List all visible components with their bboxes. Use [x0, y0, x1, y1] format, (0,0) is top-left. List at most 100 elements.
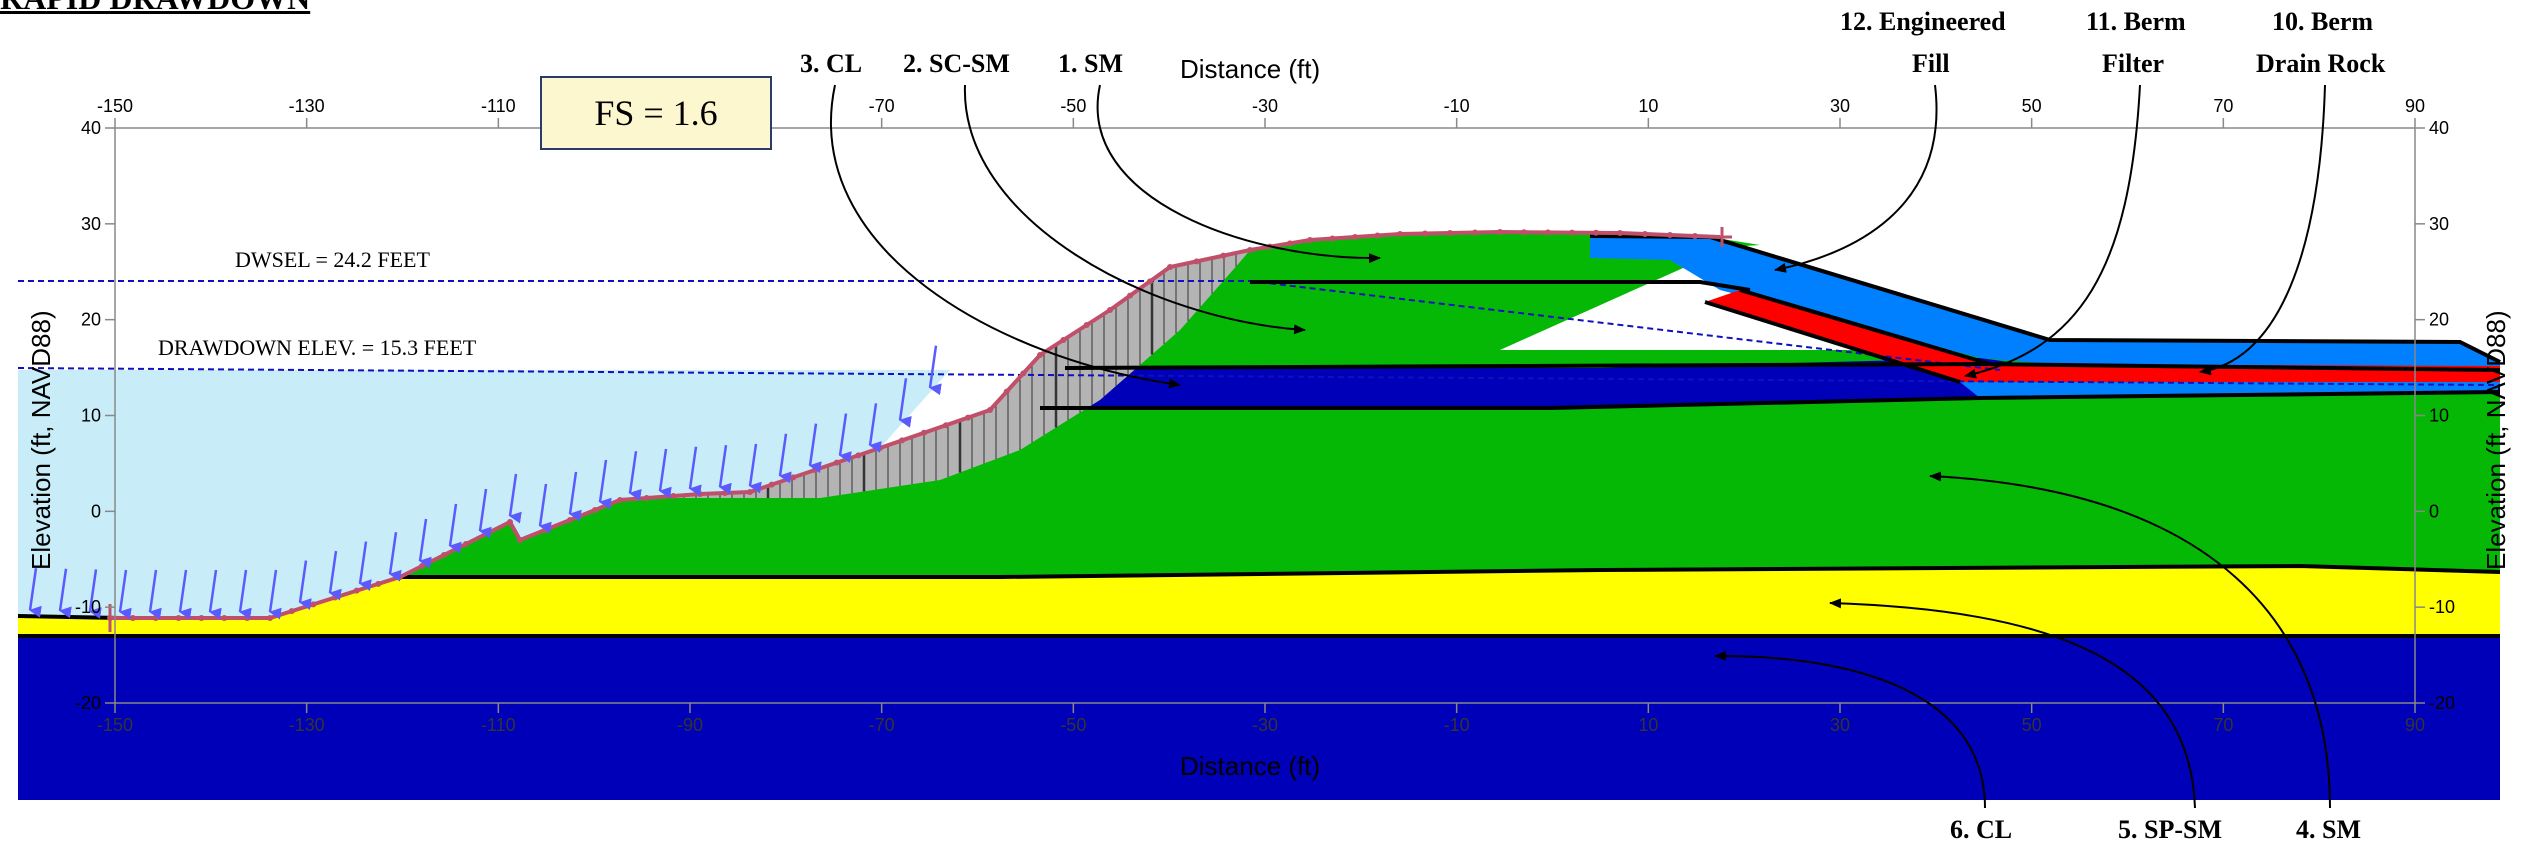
- label-11-line1: 11. Berm: [2086, 7, 2186, 36]
- slip-point: [463, 541, 469, 547]
- slip-point: [1127, 292, 1133, 299]
- slip-point: [833, 459, 840, 466]
- pressure-arrow: [478, 488, 492, 539]
- y-tick-label-left: 30: [81, 214, 101, 234]
- dwsel-phreatic-line: [1249, 280, 2001, 371]
- layer-6-cl: [18, 636, 2500, 800]
- callout-10-berm-drain-rock: [2199, 84, 2326, 376]
- callout-12-engineered-fill: [1774, 84, 1938, 273]
- y-tick-label-left: 20: [81, 310, 101, 330]
- slip-point: [1193, 258, 1200, 265]
- drawdown-label: DRAWDOWN ELEV. = 15.3 FEET: [158, 335, 477, 360]
- x-tick-label-top: 30: [1830, 96, 1850, 116]
- slip-point: [877, 445, 883, 451]
- slip-point: [567, 517, 573, 523]
- slip-point: [152, 615, 159, 621]
- slip-point: [375, 580, 382, 587]
- slip-point: [198, 615, 205, 621]
- slip-point: [310, 601, 317, 608]
- x-tick-label-bottom: 10: [1638, 715, 1658, 735]
- slip-point: [592, 507, 598, 513]
- callout-5-sp-sm: [1829, 598, 2196, 809]
- slip-point: [1220, 252, 1227, 259]
- pressure-arrow: [58, 568, 72, 619]
- slip-point: [812, 467, 818, 473]
- y-tick-label-right: 40: [2429, 118, 2449, 138]
- slip-point: [855, 452, 862, 459]
- slip-point: [1397, 231, 1403, 237]
- y-tick-label-right: -10: [2429, 597, 2455, 617]
- factor-of-safety-box: FS = 1.6: [540, 76, 772, 150]
- slip-point: [419, 563, 425, 569]
- callout-4-sm: [1929, 471, 2331, 809]
- y-axis-label-left: Elevation (ft, NAVD88): [26, 310, 56, 570]
- figure-title: RAPID DRAWDOWN: [0, 0, 310, 17]
- y-tick-label-right: 30: [2429, 214, 2449, 234]
- dwsel-label: DWSEL = 24.2 FEET: [235, 247, 430, 272]
- x-tick-label-top: 50: [2022, 96, 2042, 116]
- slip-point: [1037, 352, 1043, 358]
- layer-10-berm-drain-rock: [1960, 382, 2500, 398]
- soil-layers: [18, 232, 2500, 800]
- x-tick-label-bottom: -10: [1444, 715, 1470, 735]
- label-12-line2: Fill: [1912, 49, 1950, 78]
- label-3-cl: 3. CL: [800, 49, 862, 78]
- slip-point: [1083, 322, 1090, 328]
- pressure-arrow: [748, 443, 762, 494]
- label-4-sm: 4. SM: [2296, 815, 2361, 844]
- slip-point: [1307, 237, 1313, 243]
- x-tick-label-bottom: -130: [289, 715, 325, 735]
- slip-point: [1003, 388, 1010, 395]
- x-tick-label-top: -130: [289, 96, 325, 116]
- slip-point: [722, 490, 728, 496]
- slip-point: [129, 615, 136, 621]
- x-tick-label-top: -70: [869, 96, 895, 116]
- slip-point: [1569, 229, 1575, 236]
- pressure-arrow: [148, 569, 162, 620]
- label-10-line2: Drain Rock: [2256, 49, 2386, 78]
- y-tick-label-left: -20: [75, 693, 101, 713]
- slip-point: [1020, 370, 1027, 377]
- layer-11-berm-filter: [1705, 290, 2500, 382]
- slip-point: [697, 491, 703, 497]
- water-pressure-arrows: [28, 345, 942, 620]
- x-tick-label-top: 10: [1638, 96, 1658, 116]
- pressure-arrow: [508, 473, 522, 524]
- label-6-cl: 6. CL: [1950, 815, 2012, 844]
- slip-point: [485, 530, 491, 536]
- pressure-arrow: [298, 560, 312, 611]
- pressure-arrow: [28, 568, 42, 618]
- slip-point: [1667, 232, 1673, 238]
- slip-point: [221, 615, 228, 621]
- slip-point: [747, 489, 753, 495]
- x-tick-label-top: -150: [97, 96, 133, 116]
- slip-point: [921, 429, 927, 436]
- pressure-arrow: [628, 451, 642, 501]
- slip-point: [1593, 229, 1599, 236]
- slip-point: [1422, 230, 1428, 237]
- pressure-arrow: [538, 483, 552, 534]
- x-tick-label-top: -10: [1444, 96, 1470, 116]
- slip-point: [1352, 234, 1358, 240]
- pressure-arrow: [358, 541, 372, 592]
- callout-6-cl: [1714, 650, 1986, 809]
- x-tick-label-bottom: -150: [97, 715, 133, 735]
- slip-point: [1521, 229, 1527, 236]
- slip-point: [987, 407, 993, 413]
- slip-point: [267, 615, 273, 621]
- slip-point: [1060, 337, 1067, 343]
- slip-point: [1374, 232, 1381, 239]
- pressure-arrow: [598, 459, 612, 510]
- label-12-line1: 12. Engineered: [1840, 7, 2006, 36]
- slip-point: [1447, 230, 1453, 236]
- slip-point: [790, 474, 797, 481]
- callout-1-sm: [1096, 84, 1381, 264]
- slip-point: [517, 537, 523, 543]
- label-5-sp-sm: 5. SP-SM: [2118, 815, 2222, 844]
- x-tick-label-top: -30: [1252, 96, 1278, 116]
